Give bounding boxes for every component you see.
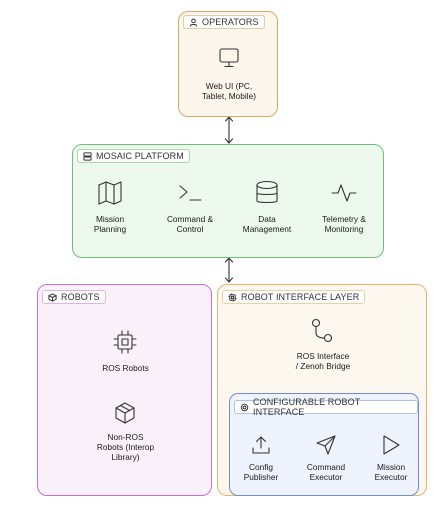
platform-title: MOSAIC PLATFORM	[96, 151, 184, 161]
bridge-label: ROS Interface / Zenoh Bridge	[295, 351, 351, 371]
platform-item-label: Data Management	[242, 214, 292, 234]
git-commit-icon	[311, 318, 333, 343]
configurable-item-label: Command Executor	[306, 462, 346, 482]
platform-box: MOSAIC PLATFORM Mission Planning Command…	[72, 144, 384, 258]
platform-header: MOSAIC PLATFORM	[77, 149, 190, 163]
configurable-item-label: Mission Executor	[374, 462, 408, 482]
database-icon	[256, 180, 278, 204]
settings-icon	[240, 403, 249, 411]
terminal-icon	[179, 185, 202, 201]
box-icon	[48, 292, 57, 302]
platform-item-label: Command & Control	[166, 214, 214, 234]
play-icon	[383, 435, 400, 455]
configurable-box: CONFIGURABLE ROBOT INTERFACE Config Publ…	[229, 393, 419, 496]
interface-title: ROBOT INTERFACE LAYER	[241, 292, 360, 302]
robots-header: ROBOTS	[42, 290, 106, 304]
web-ui-label: Web UI (PC, Tablet, Mobile)	[202, 81, 256, 101]
robots-title: ROBOTS	[61, 292, 100, 302]
map-icon	[98, 181, 122, 205]
configurable-title: CONFIGURABLE ROBOT INTERFACE	[253, 397, 361, 417]
platform-item-label: Telemetry & Monitoring	[322, 214, 366, 234]
operators-title: OPERATORS	[202, 17, 259, 27]
ros-robots-label: ROS Robots	[102, 363, 149, 373]
cpu-icon	[113, 330, 137, 354]
platform-item-label: Mission Planning	[93, 214, 127, 234]
monitor-icon	[219, 48, 239, 68]
server-icon	[83, 151, 92, 161]
interface-box: ROBOT INTERFACE LAYER ROS Interface / Ze…	[217, 284, 427, 496]
chip-icon	[228, 292, 237, 302]
configurable-header: CONFIGURABLE ROBOT INTERFACE	[234, 397, 418, 417]
operators-header: OPERATORS	[183, 15, 265, 29]
activity-icon	[331, 184, 357, 202]
send-icon	[316, 435, 336, 455]
robots-box: ROBOTS ROS Robots Non-ROS Robots (Intero…	[37, 284, 212, 496]
package-icon	[115, 402, 135, 424]
upload-icon	[252, 436, 270, 454]
non-ros-robots-label: Non-ROS Robots (Interop Library)	[96, 432, 155, 462]
interface-header: ROBOT INTERFACE LAYER	[222, 290, 366, 304]
operators-box: OPERATORS Web UI (PC, Tablet, Mobile)	[178, 11, 278, 117]
user-icon	[189, 18, 198, 27]
configurable-item-label: Config Publisher	[243, 462, 279, 482]
